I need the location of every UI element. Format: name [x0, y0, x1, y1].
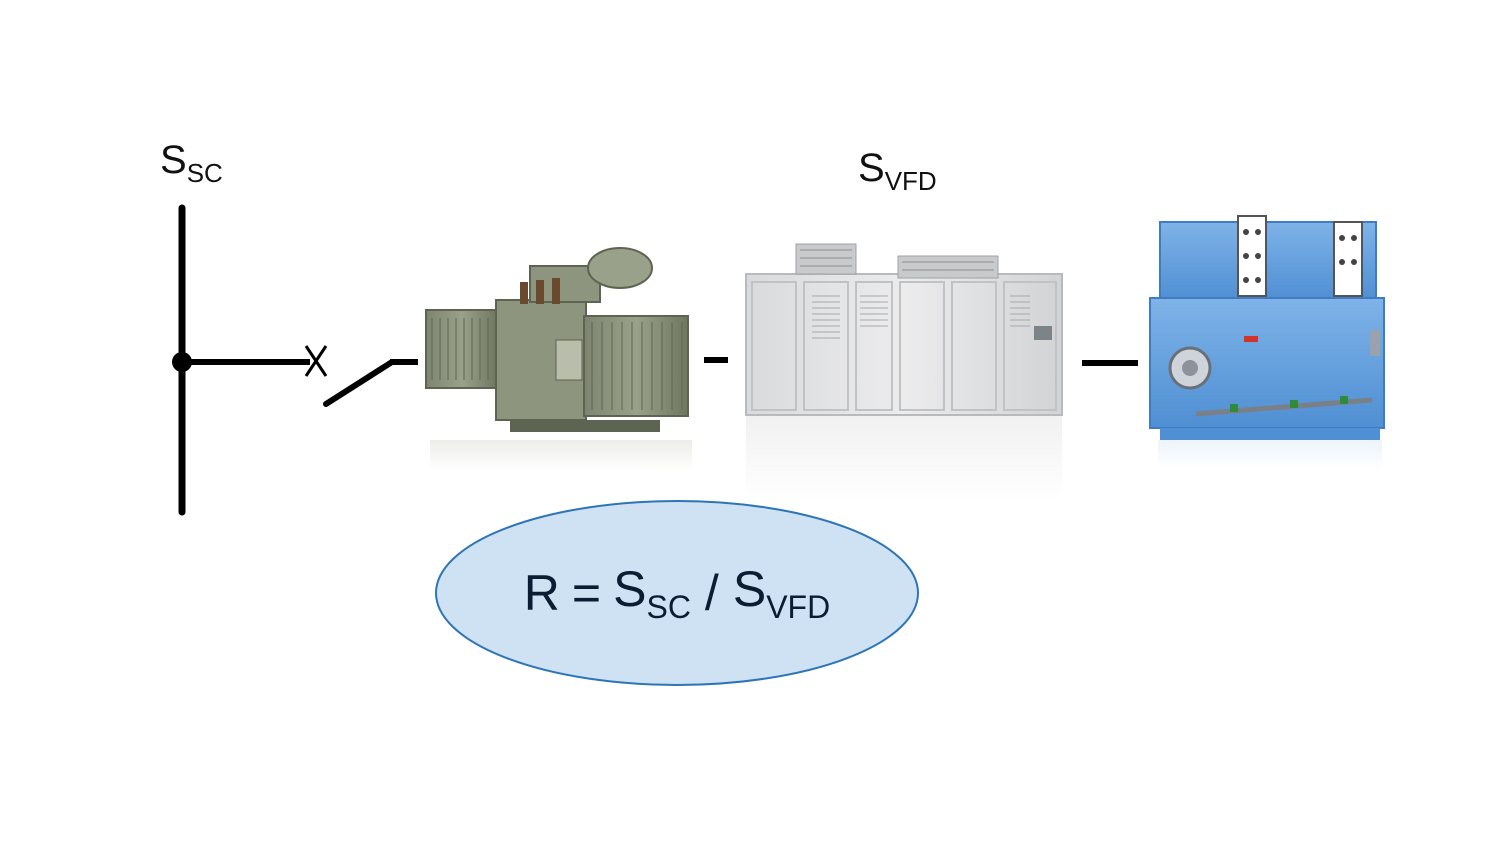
formula-lhs: R: [523, 565, 560, 621]
formula-divide: /: [704, 565, 719, 621]
ratio-formula: R = SSC / SVFD: [436, 500, 918, 686]
breaker-x-symbol: [304, 345, 328, 377]
vfd-cabinet-image: [745, 243, 1063, 500]
switch-blade: [323, 359, 395, 407]
transformer-image: [425, 247, 692, 470]
formula-term1: SSC: [613, 561, 691, 625]
ratio-ellipse: [435, 500, 919, 686]
formula-term2: SVFD: [732, 561, 831, 625]
motor-image: [1149, 215, 1385, 470]
svfd-label: SVFD: [858, 146, 937, 196]
formula-equals: =: [571, 565, 602, 621]
ssc-label: SSC: [160, 138, 223, 188]
